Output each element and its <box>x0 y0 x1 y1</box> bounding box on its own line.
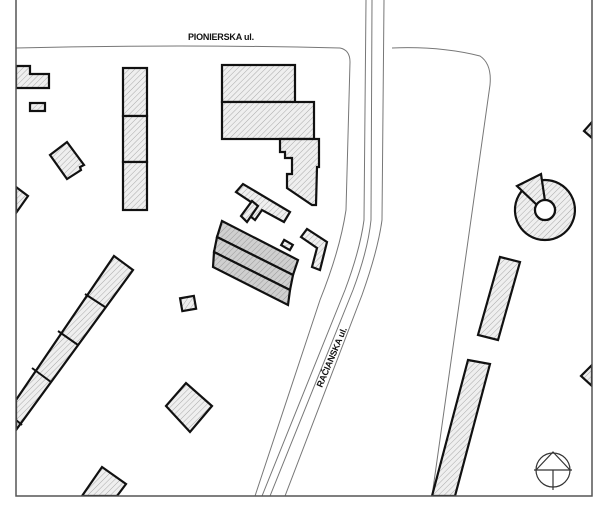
building[interactable] <box>121 160 149 212</box>
building[interactable] <box>48 140 86 181</box>
building[interactable] <box>220 100 316 141</box>
buildings <box>16 63 592 496</box>
street-label-pionierska: PIONIERSKA ul. <box>188 32 254 42</box>
roads <box>16 0 491 496</box>
building[interactable] <box>299 227 329 272</box>
building[interactable] <box>430 358 492 496</box>
building[interactable] <box>279 238 295 252</box>
building[interactable] <box>579 363 592 388</box>
building-highlighted[interactable] <box>211 250 292 307</box>
building[interactable] <box>178 294 198 313</box>
street-label-racianska: RAČIANSKA ul. <box>314 325 349 388</box>
building[interactable] <box>220 63 297 104</box>
building[interactable] <box>16 185 30 215</box>
building[interactable] <box>121 114 149 164</box>
building[interactable] <box>476 255 522 342</box>
map-frame <box>15 0 593 497</box>
building[interactable] <box>28 101 47 113</box>
building[interactable] <box>121 66 149 118</box>
north-arrow-icon <box>534 451 572 490</box>
building[interactable] <box>278 137 321 207</box>
building[interactable] <box>582 120 592 140</box>
building[interactable] <box>239 199 260 224</box>
building[interactable] <box>16 64 51 90</box>
building[interactable] <box>164 381 214 434</box>
building[interactable] <box>80 465 128 496</box>
